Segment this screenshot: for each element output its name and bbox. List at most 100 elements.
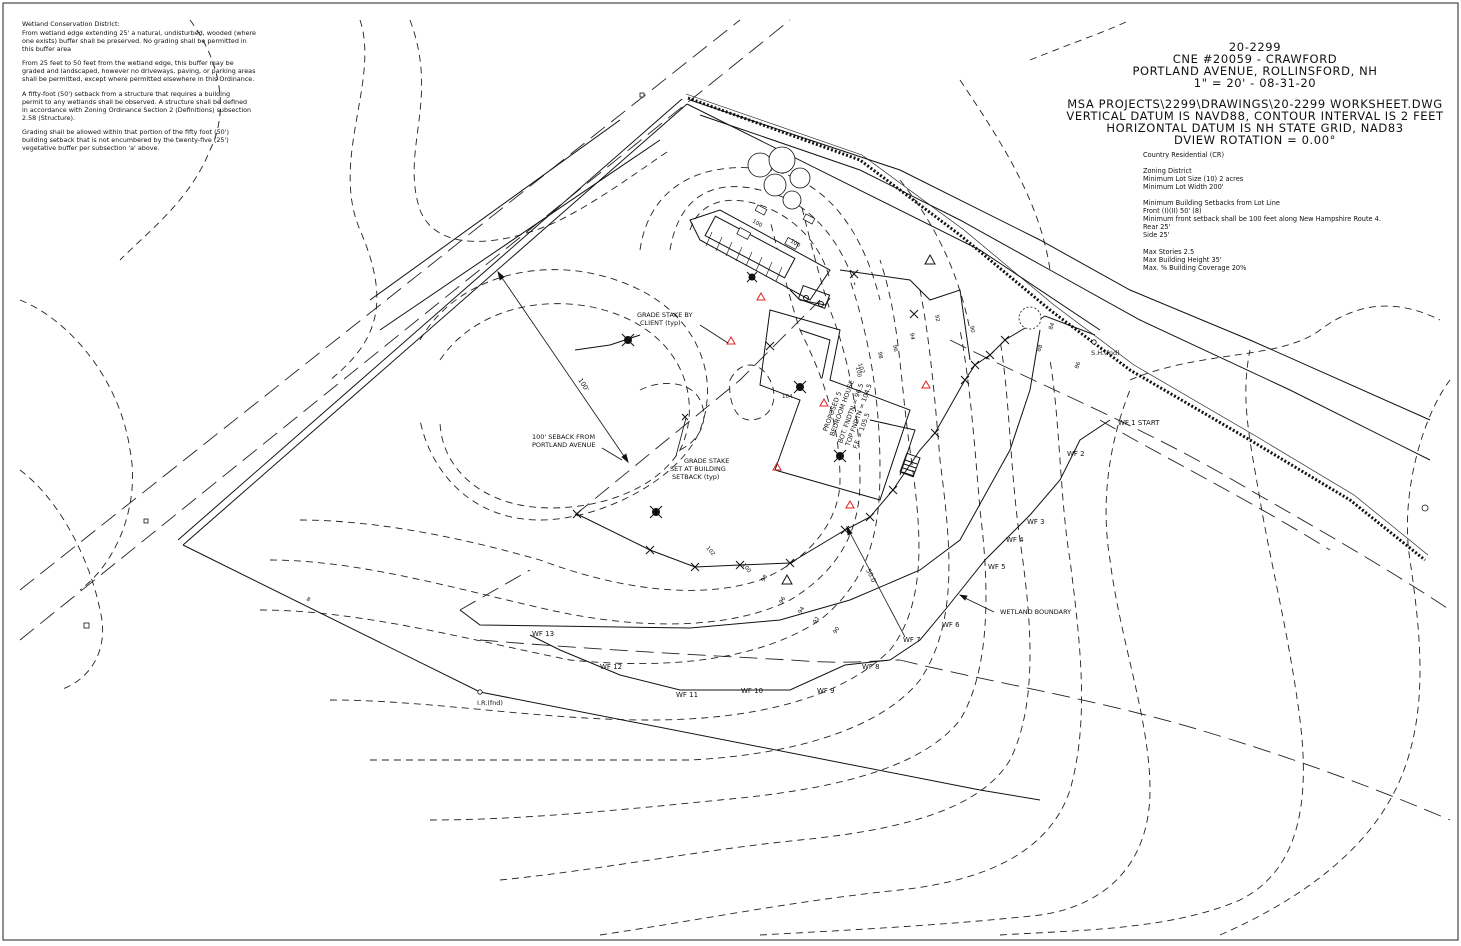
wetland-flag-label: WF 3	[1027, 518, 1045, 526]
zoning-rear: Rear 25'	[1143, 223, 1171, 231]
wetland-flag-label: WF 10	[741, 687, 763, 695]
grade-stake-bldg-label: GRADE STAKE	[684, 457, 729, 465]
steps	[899, 452, 921, 478]
wetland-flag-label: WF 7	[903, 636, 921, 644]
wetland-note-line: shall be permitted, except where permitt…	[22, 75, 254, 83]
equipment-unit	[803, 295, 809, 301]
test-pit-icon	[649, 505, 663, 519]
contour-label: 100	[854, 366, 862, 378]
contour-label: 104	[782, 394, 793, 400]
contour-label: 100	[751, 219, 764, 230]
zoning-setbacks-heading: Minimum Building Setbacks from Lot Line	[1143, 199, 1280, 207]
lot-line-front	[182, 103, 688, 546]
existing-drive-2	[839, 269, 971, 361]
zoning-front: Front (I)(II) 50' (8)	[1143, 207, 1202, 215]
solar-panels	[704, 215, 796, 279]
project-name: CNE #20059 - CRAWFORD	[1173, 52, 1338, 66]
test-pits	[621, 271, 847, 519]
contour	[409, 19, 671, 242]
equipment-unit	[818, 301, 824, 307]
leaders	[497, 270, 995, 638]
contour	[119, 19, 221, 261]
contour	[439, 303, 690, 509]
contour-label: 86	[1074, 361, 1082, 370]
contour-label: 92	[933, 314, 940, 322]
setback-line	[949, 339, 1451, 611]
monuments	[83, 92, 1429, 695]
zoning-coverage: Max. % Building Coverage 20%	[1143, 264, 1246, 272]
tree-icon	[763, 173, 787, 197]
house-outline	[759, 309, 911, 501]
contour	[329, 259, 920, 721]
contour-label: 90	[968, 325, 975, 333]
grade-stakes	[726, 291, 931, 509]
contour	[259, 279, 881, 665]
road-edge	[689, 99, 1431, 421]
tree-icon	[789, 167, 811, 189]
contour	[959, 79, 1051, 271]
wetland-flag-label: WF 1 START	[1118, 419, 1160, 427]
contour	[759, 389, 1151, 936]
contour-label: 94	[908, 332, 915, 340]
contour	[669, 186, 856, 286]
wetland-note-line: this buffer area	[22, 45, 71, 53]
equipment-pad	[797, 284, 831, 310]
contour	[429, 329, 987, 821]
wetland-note-line: graded and landscaped, however no drivew…	[22, 67, 256, 75]
dim-50-line	[846, 526, 906, 638]
tree-cluster	[747, 146, 1042, 330]
dim-50-label: 50.0'	[864, 567, 878, 585]
graded-edge	[459, 329, 1041, 629]
contour	[1129, 305, 1441, 381]
wetland-flag-label: WF 6	[942, 621, 960, 629]
ir-fnd-label: I.R.(fnd)	[477, 699, 503, 707]
test-pit-icon	[793, 380, 807, 394]
grade-stake-bldg-label: SETBACK (typ)	[672, 473, 719, 481]
setback-line	[1099, 419, 1331, 551]
contour-label: 100	[740, 562, 752, 574]
setback-line	[574, 299, 821, 516]
tree-icon	[782, 190, 802, 210]
zoning-side: Side 25'	[1143, 231, 1170, 239]
contour-label: 8	[305, 597, 311, 604]
contour-label: 98	[876, 351, 883, 359]
wetland-flag-label: WF 13	[532, 630, 554, 638]
wetland-boundary-label: WETLAND BOUNDARY	[1000, 608, 1071, 616]
test-pit-icon	[833, 449, 847, 463]
project-location: PORTLAND AVENUE, ROLLINSFORD, NH	[1132, 64, 1377, 78]
stone-wall	[687, 96, 1426, 562]
contour	[499, 339, 1031, 881]
grade-stake-client-label: CLIENT (typ)	[640, 319, 681, 327]
contour	[419, 269, 708, 521]
contour-lines	[19, 19, 1451, 936]
setback-line	[459, 569, 531, 611]
horizontal-datum: HORIZONTAL DATUM IS NH STATE GRID, NAD83	[1106, 121, 1403, 135]
contour	[999, 349, 1304, 936]
grade-stake-icon	[726, 335, 736, 345]
contour	[369, 289, 950, 761]
test-pit-icon	[746, 271, 758, 283]
contour-label: 88	[1036, 344, 1044, 353]
wetland-note-line: vegetative buffer per subsection 'a' abo…	[22, 144, 159, 152]
benchmark-icon	[781, 573, 793, 585]
wetland-flags: WF 1 START WF 2 WF 3 WF 4 WF 5 WF 6 WF 7…	[532, 419, 1160, 699]
leader-wetland-boundary-arrow	[958, 594, 968, 601]
ld-tick-marks	[572, 269, 1010, 572]
contour-label: 84	[1048, 322, 1056, 331]
wetland-notes: Wetland Conservation District: From wetl…	[22, 20, 256, 152]
contour	[639, 383, 705, 451]
setback-lines	[19, 19, 1451, 821]
wetland-flag-label: WF 5	[988, 563, 1006, 571]
wetland-note-line: 2.58 (Structure).	[22, 114, 75, 122]
road-edge-2	[699, 114, 1431, 461]
leader-wetland-boundary	[964, 597, 995, 613]
contour	[299, 219, 841, 591]
wetland-flag-label: WF 2	[1067, 450, 1085, 458]
wetland-flag-label: WF 9	[817, 687, 835, 695]
easement-line-2	[379, 139, 661, 331]
wetland-flag-label: WF 4	[1006, 536, 1024, 544]
leader-grade-bldg	[675, 417, 687, 457]
wetland-note-line: permit to any wetlands shall be observed…	[22, 98, 247, 106]
zoning-lot-width: Minimum Lot Width 200'	[1143, 183, 1224, 191]
